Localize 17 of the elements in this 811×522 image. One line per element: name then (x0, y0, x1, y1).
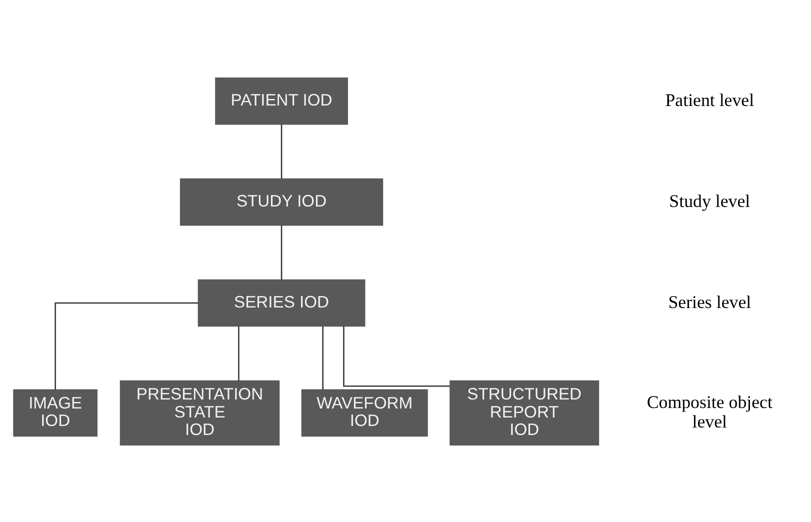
node-box: IMAGE IOD (13, 388, 98, 436)
label: Composite object level (646, 392, 772, 431)
node-box: SERIES IOD (198, 278, 366, 326)
node-box: STRUCTURED REPORT IOD (450, 380, 600, 446)
label: Series level (668, 291, 752, 312)
connector (343, 326, 450, 386)
connector (280, 124, 282, 178)
node-box: WAVEFORM IOD (301, 388, 428, 436)
node-box: STUDY IOD (180, 178, 384, 226)
label: Study level (669, 190, 750, 210)
connector (54, 302, 198, 390)
node-box: PRESENTATION STATE IOD (120, 380, 280, 446)
node-box: PATIENT IOD (215, 76, 348, 124)
connector (322, 326, 324, 390)
connector (238, 326, 240, 380)
label: Patient level (665, 89, 754, 110)
connector (280, 224, 282, 280)
